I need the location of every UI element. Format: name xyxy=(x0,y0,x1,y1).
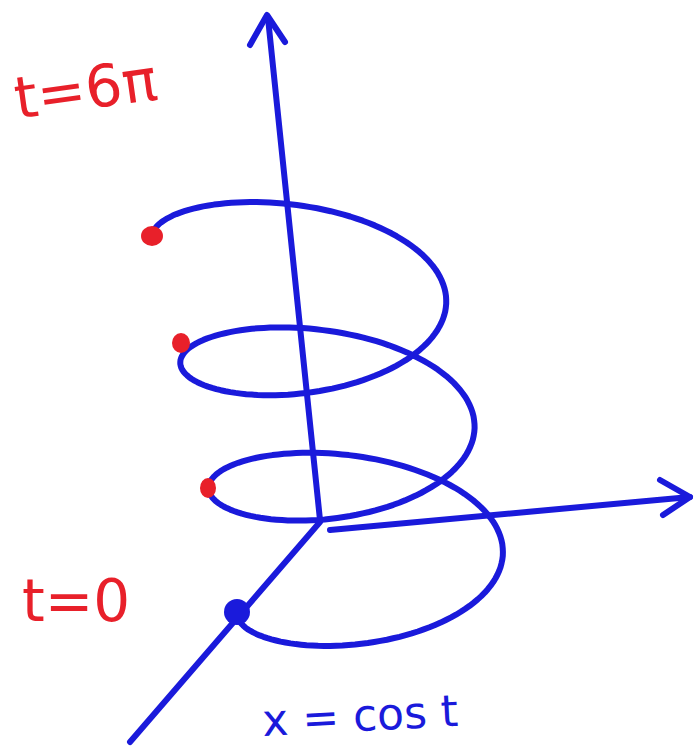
turn-marker xyxy=(200,478,216,498)
z-axis xyxy=(268,18,320,520)
axis-arrowhead xyxy=(660,480,690,515)
parameter-label: t=6π xyxy=(11,50,161,127)
turn-marker xyxy=(172,333,190,353)
equation-label: x = cos t xyxy=(261,689,459,743)
axis-arrowhead xyxy=(250,15,285,45)
helix-curve xyxy=(152,202,503,646)
turn-marker xyxy=(141,226,163,246)
parameter-label: t=0 xyxy=(22,572,130,630)
y-axis xyxy=(330,497,690,530)
start-point xyxy=(224,599,250,625)
